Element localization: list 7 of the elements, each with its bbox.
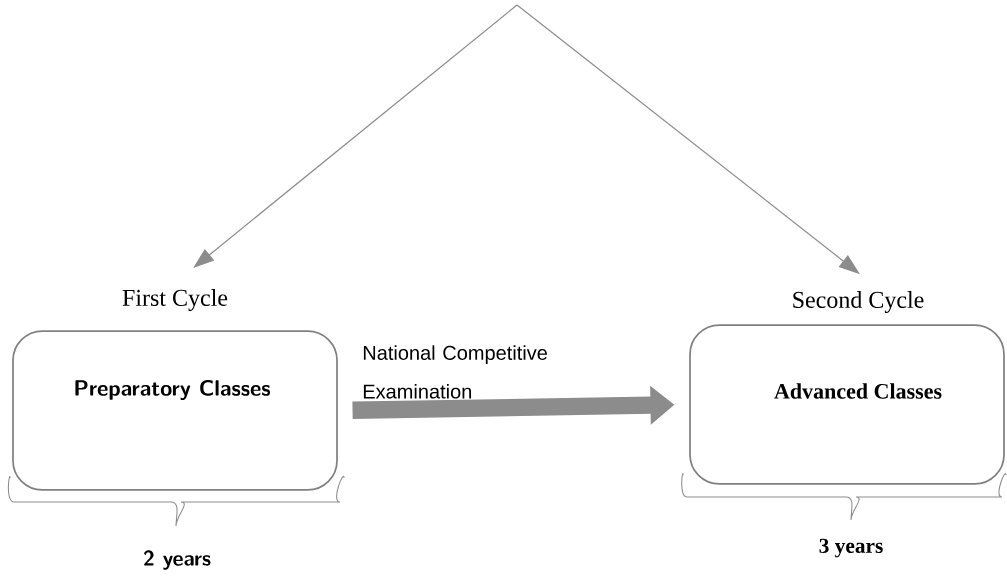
cycle-heading: First Cycle bbox=[122, 289, 228, 311]
edge-label: National Competitive Examination bbox=[363, 345, 547, 399]
cycle-heading: Second Cycle bbox=[793, 291, 924, 313]
box-title: Preparatory Classes bbox=[75, 380, 270, 401]
box-title: Advanced Classes bbox=[774, 383, 942, 399]
duration-label: 2 years bbox=[144, 550, 211, 570]
duration-label: 3 years bbox=[819, 538, 883, 558]
